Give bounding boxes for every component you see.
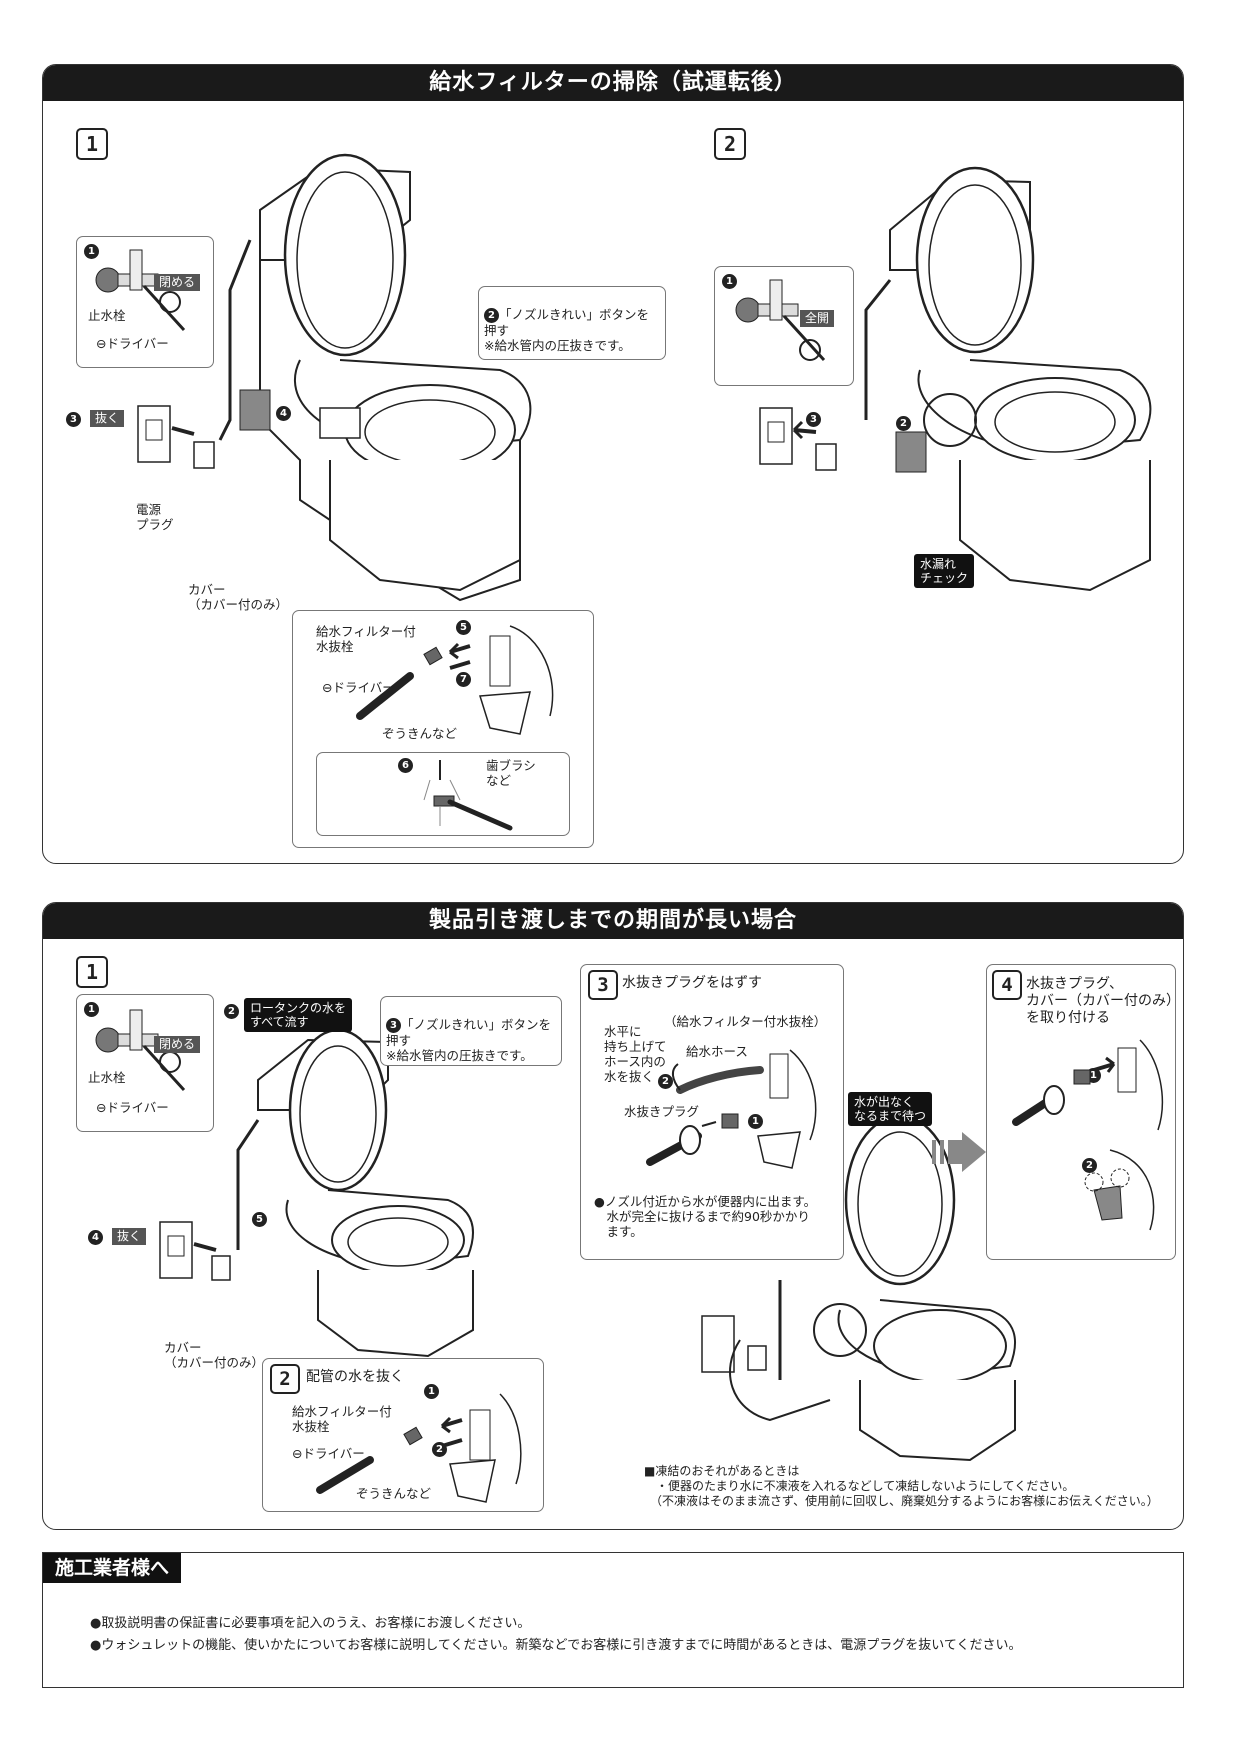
- remove-plug-title: 水抜きプラグをはずす: [622, 975, 762, 991]
- reattach-cover-step-marker: 2: [1082, 1158, 1097, 1173]
- toilet-illustration-left: [218, 153, 532, 602]
- open-valve-step-marker: 1: [722, 274, 737, 289]
- filter-removal-illustration: [356, 625, 554, 735]
- section2-title: 製品引き渡しまでの期間が長い場合: [43, 903, 1183, 939]
- flush-tank-label: ロータンクの水を すべて流す: [244, 998, 353, 1032]
- section2-step1-number: 1: [76, 956, 108, 988]
- filter-drain-paren-label: （給水フィルター付水抜栓）: [664, 1014, 827, 1029]
- leak-check-label: 水漏れ チェック: [914, 554, 975, 588]
- full-open-tag: 全開: [800, 310, 835, 327]
- section2-cover-step-marker: 5: [252, 1212, 267, 1227]
- cover-label: カバー （カバー付のみ）: [188, 582, 289, 612]
- close-tag: 閉める: [154, 274, 201, 291]
- flush-tank-step-marker: 2: [224, 1004, 239, 1019]
- toilet-illustration-right: [864, 166, 1152, 592]
- remove-plug-step-marker: 1: [748, 1114, 763, 1129]
- installer-notes-box: 施工業者様へ: [42, 1552, 1184, 1688]
- plug-in-step-marker: 3: [806, 412, 821, 427]
- brush-step-marker: 6: [398, 758, 413, 773]
- toothbrush-illustration: [423, 760, 513, 831]
- installer-note-warranty: ●取扱説明書の保証書に必要事項を記入のうえ、お客様にお渡しください。: [90, 1616, 531, 1631]
- filter-drain-plug-label: 給水フィルター付 水抜栓: [316, 624, 416, 654]
- remove-filter-step-marker: 5: [456, 620, 471, 635]
- reattach-filter-step-marker: 7: [456, 672, 471, 687]
- drain-plug-label: 水抜きプラグ: [624, 1104, 700, 1119]
- drain-illustration: [316, 1393, 522, 1503]
- section1-title: 給水フィルターの掃除（試運転後）: [43, 65, 1183, 101]
- section1-valve-inset: [76, 236, 214, 368]
- drain-step1-marker: 1: [424, 1384, 439, 1399]
- lift-hose-step-marker: 2: [658, 1074, 673, 1089]
- unplug-tag: 抜く: [90, 410, 125, 427]
- filter-driver-label: ⊖ドライバー: [322, 680, 395, 695]
- lift-hose-instruction: 水平に 持ち上げて ホース内の 水を抜く: [604, 1024, 667, 1084]
- drain-cloth-label: ぞうきんなど: [356, 1486, 432, 1501]
- section2-close-tag: 閉める: [154, 1036, 201, 1053]
- section2-valve-label: 止水栓: [88, 1070, 126, 1085]
- next-step-arrow: [932, 1132, 986, 1172]
- right-outlet-illustration: [759, 407, 837, 471]
- power-plug-label: 電源 プラグ: [136, 502, 174, 532]
- drain-time-note: ●ノズル付近から水が便器内に出ます。 水が完全に抜けるまで約90秒かかり ます。: [594, 1194, 817, 1239]
- installer-note-explanation: ●ウォシュレットの機能、使いかたについてお客様に説明してください。新築などでお客…: [90, 1638, 1022, 1653]
- open-valve-illustration: [735, 279, 826, 362]
- brush-cleaning-box: [316, 752, 570, 836]
- section1-inset-step-marker: 1: [84, 244, 99, 259]
- driver-label: ⊖ドライバー: [96, 336, 169, 351]
- unplug-step-marker: 3: [66, 412, 81, 427]
- installer-title: 施工業者様へ: [43, 1553, 182, 1583]
- section2-driver-label: ⊖ドライバー: [96, 1100, 169, 1115]
- section2-nozzle-callout: [380, 996, 562, 1066]
- section2-inset-step-marker: 1: [84, 1002, 99, 1017]
- section2-outlet-illustration: [159, 1221, 231, 1281]
- drain-filter-label: 給水フィルター付 水抜栓: [292, 1404, 392, 1434]
- attach-cover-step-marker: 2: [896, 416, 911, 431]
- cloth-label: ぞうきんなど: [382, 726, 458, 741]
- section2-unplug-step-marker: 4: [88, 1230, 103, 1245]
- nozzle-button-text: 2「ノズルきれい」ボタンを 押す ※給水管内の圧抜きです。: [484, 307, 650, 353]
- drain-pipes-title: 配管の水を抜く: [306, 1369, 404, 1385]
- toilet-illustration-section2: [236, 1028, 475, 1358]
- remove-plug-illustration: [646, 1049, 817, 1169]
- toothbrush-label: 歯ブラシ など: [486, 758, 536, 788]
- drain-driver-label: ⊖ドライバー: [292, 1446, 365, 1461]
- section2-cover-label: カバー （カバー付のみ）: [164, 1340, 265, 1370]
- remove-plug-step-number: 3: [588, 970, 618, 1000]
- valve-label: 止水栓: [88, 308, 126, 323]
- valve-illustration: [95, 249, 186, 332]
- nozzle-button-callout: [478, 286, 666, 360]
- reattach-plug-title: 水抜きプラグ、 カバー（カバー付のみ） を取り付ける: [1026, 976, 1180, 1026]
- cover-step-marker: 4: [276, 406, 291, 421]
- section1-step1-number: 1: [76, 128, 108, 160]
- wait-until-drained-label: 水が出なく なるまで待つ: [848, 1092, 933, 1126]
- section2-valve-illustration: [95, 1009, 186, 1092]
- section2-right-toilet: [701, 1114, 1017, 1462]
- section1-step2-number: 2: [714, 128, 746, 160]
- supply-hose-label: 給水ホース: [686, 1044, 748, 1059]
- freeze-warning-note: ■凍結のおそれがあるときは ・便器のたまり水に不凍液を入れるなどして凍結しないよ…: [644, 1464, 1159, 1508]
- reattach-illustration: [1012, 1039, 1164, 1231]
- section2-valve-inset: [76, 994, 214, 1132]
- reattach-plug-box: [986, 964, 1176, 1260]
- drain-pipes-step-number: 2: [270, 1364, 300, 1394]
- drain-pipes-box: [262, 1358, 544, 1512]
- section2-nozzle-text: 3「ノズルきれい」ボタンを 押す ※給水管内の圧抜きです。: [386, 1017, 552, 1063]
- reattach-plug-step-number: 4: [992, 970, 1022, 1000]
- outlet-illustration: [137, 405, 215, 469]
- remove-plug-box: [580, 964, 844, 1260]
- section2-unplug-tag: 抜く: [112, 1228, 147, 1245]
